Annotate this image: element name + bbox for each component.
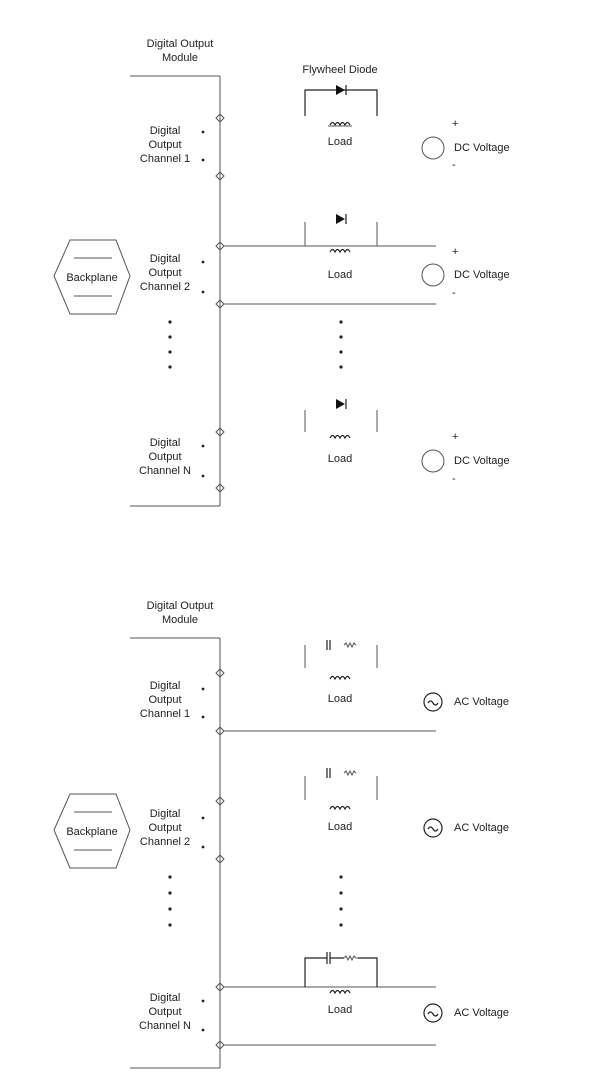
channel-label-line3: Channel 1 — [140, 153, 190, 165]
backplane-label: Backplane — [66, 272, 117, 284]
diode-icon — [336, 214, 345, 224]
load-label: Load — [328, 453, 352, 465]
load-coil-icon — [329, 805, 351, 811]
minus-sign: - — [452, 473, 456, 485]
bullet — [201, 158, 205, 162]
channel-label-line2: Output — [148, 451, 181, 463]
backplane-block: Backplane — [53, 793, 131, 869]
load-label: Load — [328, 693, 352, 705]
diode-icon — [336, 85, 345, 95]
bullet — [201, 444, 205, 448]
backplane-label: Backplane — [66, 826, 117, 838]
channel-label-line2: Output — [148, 267, 181, 279]
minus-sign: - — [452, 287, 456, 299]
channel-label-line1: Digital — [150, 437, 181, 449]
backplane-shape — [53, 793, 131, 869]
plus-sign: + — [452, 118, 458, 130]
ac-source-icon — [423, 818, 443, 838]
channel-label-line2: Output — [148, 1006, 181, 1018]
load-coil-icon — [329, 248, 351, 254]
flywheel-diode-label: Flywheel Diode — [302, 64, 377, 76]
terminal-chn-a — [215, 427, 225, 437]
resistor-icon — [343, 769, 357, 777]
load-coil-icon — [329, 675, 351, 681]
module-label-line1: Digital Output — [147, 600, 214, 612]
bullet — [201, 130, 205, 134]
bullet — [201, 474, 205, 478]
diode-icon — [336, 399, 345, 409]
ac-channel-n: Digital Output Channel N Load AC Voltage — [139, 952, 509, 1046]
channel-label-line3: Channel N — [139, 1020, 191, 1032]
channel-label-line1: Digital — [150, 125, 181, 137]
load-coil-icon — [329, 121, 351, 127]
module-label-line2: Module — [162, 614, 198, 626]
module-label-line2: Module — [162, 52, 198, 64]
voltage-label: DC Voltage — [454, 455, 510, 467]
plus-sign: + — [452, 246, 458, 258]
dc-channel-n: Digital Output Channel N Load + - DC Vol… — [139, 399, 510, 485]
channel-label-line3: Channel 2 — [140, 836, 190, 848]
ac-source-icon — [423, 1003, 443, 1023]
terminal-ch1-b — [215, 171, 225, 181]
minus-sign: - — [452, 159, 456, 171]
dc-wiring-diagram: Digital Output Module Flywheel Diode Dig… — [53, 38, 510, 507]
voltage-label: DC Voltage — [454, 142, 510, 154]
dc-source-icon — [421, 263, 445, 287]
plus-sign: + — [452, 431, 458, 443]
load-label: Load — [328, 1004, 352, 1016]
channel-label-line2: Output — [148, 694, 181, 706]
backplane-shape — [53, 239, 131, 315]
backplane-block: Backplane — [53, 239, 131, 315]
load-label: Load — [328, 136, 352, 148]
dc-channel-1: Digital Output Channel 1 Load + - DC Vol… — [140, 85, 510, 171]
voltage-label: AC Voltage — [454, 696, 509, 708]
channel-label-line3: Channel 2 — [140, 281, 190, 293]
channel-label-line1: Digital — [150, 253, 181, 265]
ellipsis-dots — [168, 875, 343, 927]
dc-channel-2: Digital Output Channel 2 Load + - DC Vol… — [140, 214, 510, 305]
channel-label-line2: Output — [148, 822, 181, 834]
ac-channel-1: Digital Output Channel 1 Load AC Voltage — [140, 640, 509, 732]
voltage-label: AC Voltage — [454, 1007, 509, 1019]
load-label: Load — [328, 269, 352, 281]
ellipsis-dots — [168, 320, 343, 369]
channel-label-line2: Output — [148, 139, 181, 151]
channel-label-line3: Channel 1 — [140, 708, 190, 720]
terminal-ch1-a — [215, 113, 225, 123]
resistor-icon — [343, 641, 357, 649]
ac-channel-2: Digital Output Channel 2 Load AC Voltage — [140, 768, 509, 849]
ac-source-icon — [423, 692, 443, 712]
channel-label-line1: Digital — [150, 808, 181, 820]
channel-label-line3: Channel N — [139, 465, 191, 477]
flywheel-diode-wire — [304, 89, 378, 116]
rc-snubber-wire — [304, 957, 378, 987]
load-coil-icon — [329, 989, 351, 995]
bullet — [201, 290, 205, 294]
voltage-label: DC Voltage — [454, 269, 510, 281]
voltage-label: AC Voltage — [454, 822, 509, 834]
load-coil-icon — [329, 434, 351, 440]
dc-source-icon — [421, 449, 445, 473]
dc-source-icon — [421, 136, 445, 160]
ac-wiring-diagram: Digital Output Module Digital Output Cha… — [53, 600, 509, 1069]
module-label-line1: Digital Output — [147, 38, 214, 50]
resistor-icon — [343, 954, 358, 962]
bullet — [201, 260, 205, 264]
terminal-chn-b — [215, 483, 225, 493]
load-label: Load — [328, 821, 352, 833]
channel-label-line1: Digital — [150, 992, 181, 1004]
channel-label-line1: Digital — [150, 680, 181, 692]
